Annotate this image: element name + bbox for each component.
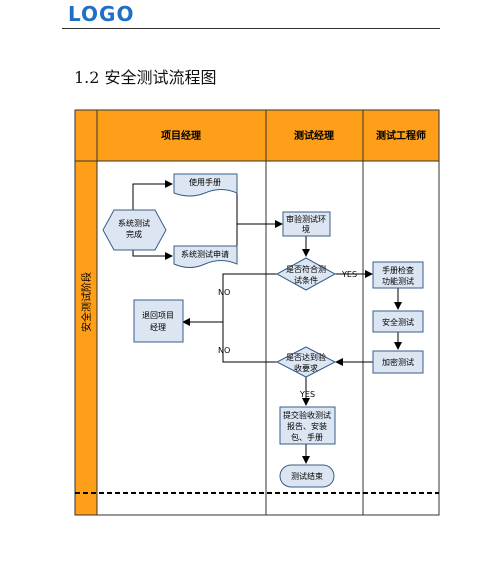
process-node-security-test (372, 310, 424, 333)
node-text: 完成 (126, 229, 142, 239)
connector (182, 273, 277, 326)
connector (222, 322, 278, 363)
edge-label-no: NO (218, 346, 230, 355)
node-text: 安全测试 (382, 317, 414, 327)
node-text: 经理 (150, 322, 166, 332)
node-text: 收要求 (294, 363, 318, 373)
lane-title: 测试经理 (294, 129, 334, 142)
connector (236, 184, 283, 228)
edge-label-no: NO (218, 288, 230, 297)
stage-column (75, 110, 97, 515)
lane-title: 项目经理 (161, 129, 201, 142)
node-text: 是否达到验 (286, 352, 326, 362)
node-text: 报告、安装 (287, 421, 327, 431)
node-text: 使用手册 (189, 177, 221, 187)
node-text: 境 (302, 224, 310, 234)
node-text: 功能测试 (382, 276, 414, 286)
edge-label-yes: YES (341, 270, 357, 279)
header-divider (62, 28, 440, 29)
lane-header-band (75, 110, 439, 161)
edge-label-yes: YES (299, 390, 315, 399)
chart-frame (74, 109, 440, 516)
node-text: 包、手册 (291, 432, 323, 442)
node-text: 系统测试 (118, 218, 150, 228)
decision-node-conditions (275, 257, 337, 291)
start-node (102, 209, 167, 251)
node-text: 加密测试 (382, 357, 414, 367)
node-text: 试条件 (294, 275, 318, 285)
terminal-node-end (279, 464, 335, 488)
node-text: 系统测试申请 (181, 249, 229, 259)
process-node-encrypt-test (372, 350, 424, 374)
node-text: 手册检查 (382, 265, 414, 275)
node-text: 提交验收测试 (283, 410, 331, 420)
document-node-manual (173, 173, 238, 197)
node-text: 退回项目 (142, 311, 174, 320)
process-node-return-pm (133, 299, 184, 343)
process-node-submit-report (279, 406, 336, 445)
node-text: 审验测试环 (286, 214, 326, 224)
decision-node-acceptance (275, 346, 337, 378)
lane-title: 测试工程师 (376, 129, 426, 142)
node-text: 测试结束 (291, 471, 323, 481)
section-title: 1.2 安全测试流程图 (74, 68, 217, 87)
stage-label: 安全测试阶段 (80, 272, 93, 332)
process-node-review-env (282, 211, 331, 237)
logo: LOGO (68, 2, 135, 26)
process-node-func-test (372, 261, 424, 289)
document-node-request (173, 245, 238, 268)
node-text: 是否符合测 (286, 264, 326, 274)
